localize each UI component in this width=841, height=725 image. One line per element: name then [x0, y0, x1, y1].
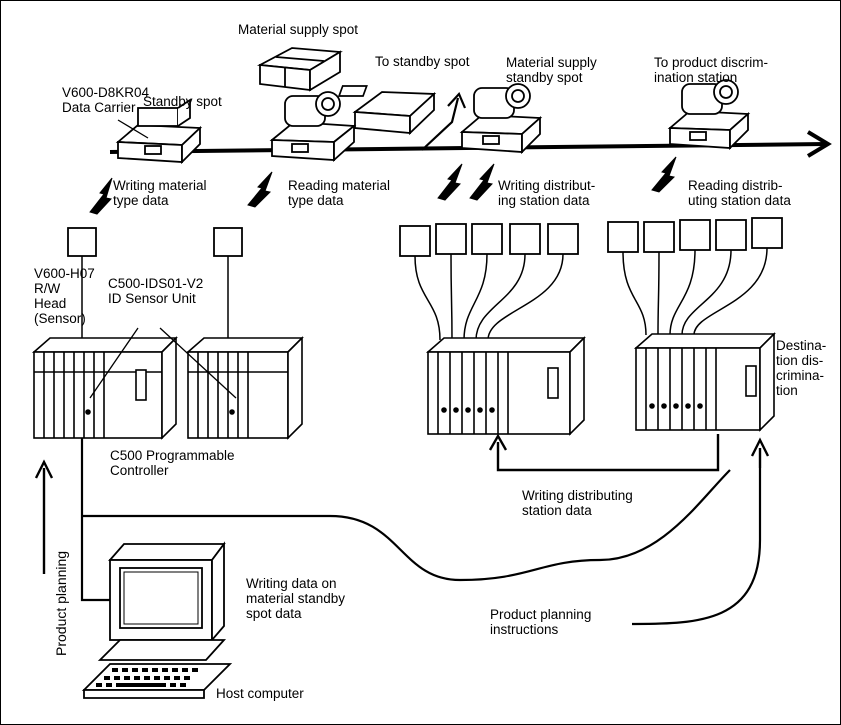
product-planning-instructions-label: Product planning instructions — [490, 607, 592, 637]
destination-arrowhead — [750, 437, 770, 457]
data-carrier-label: V600-D8KR04 Data Carrier — [62, 85, 150, 115]
lightning-bolt-icon — [89, 156, 677, 215]
rw-head-icon — [67, 227, 97, 257]
material-supply-standby-label: Material supply standby spot — [506, 55, 597, 85]
plc-rack-icon — [425, 336, 586, 436]
reading-distributing-station-label: Reading distrib- uting station data — [688, 178, 791, 208]
product-planning-arrowhead — [34, 459, 54, 479]
host-computer-label: Host computer — [216, 686, 304, 701]
id-sensor-unit-label: C500-IDS01-V2 ID Sensor Unit — [108, 276, 204, 306]
product-planning-label: Product planning — [53, 551, 69, 656]
to-standby-arrowhead — [447, 92, 467, 109]
writing-distributing-arrowhead — [488, 433, 508, 451]
plc-rack-icon — [31, 336, 178, 440]
writing-distributing-station-label: Writing distribut- ing station data — [498, 178, 596, 208]
id-sensor-unit-pointers — [89, 327, 237, 399]
host-computer-icon — [81, 541, 233, 699]
carrier-icon-supply-standby — [459, 83, 543, 155]
plc-rack-icon — [633, 332, 776, 432]
empty-pallet-icon — [337, 85, 437, 136]
writing-material-type-label: Writing material type data — [113, 178, 207, 208]
material-supply-box-icon — [256, 47, 343, 92]
to-standby-spot-label: To standby spot — [375, 54, 470, 69]
to-standby-arrow — [421, 97, 460, 151]
plc-network-cable — [82, 469, 731, 582]
rw-head-cluster-reading — [607, 217, 783, 253]
writing-distributing-loop — [496, 434, 720, 472]
destination-discrimination-label: Destina- tion dis- crimina- tion — [776, 338, 827, 398]
standby-spot-label: Standby spot — [143, 94, 222, 109]
carrier-icon-discrimination — [667, 79, 751, 151]
rw-head-label: V600-H07 R/W Head (Sensor) — [34, 266, 95, 326]
instructions-cable — [631, 468, 762, 626]
writing-data-standby-label: Writing data on material standby spot da… — [246, 576, 346, 621]
conveyor-arrowhead — [806, 130, 832, 158]
plc-rack-icon — [185, 336, 304, 440]
host-network-cable — [80, 438, 112, 602]
programmable-controller-label: C500 Programmable Controller — [110, 448, 235, 478]
cluster-cables — [414, 247, 768, 341]
to-product-discrimination-label: To product discrim- ination station — [654, 55, 769, 85]
material-supply-spot-label: Material supply spot — [238, 22, 359, 37]
rw-head-cluster-writing — [399, 223, 579, 257]
data-carrier-pointer — [117, 119, 149, 139]
carrier-icon-standby — [115, 98, 203, 165]
rw-head-icon — [213, 227, 243, 257]
reading-material-type-label: Reading material type data — [288, 178, 391, 208]
writing-distributing-bottom-label: Writing distributing station data — [522, 488, 633, 518]
carrier-icon-reading — [269, 91, 357, 163]
keyboard-keys — [96, 668, 198, 687]
